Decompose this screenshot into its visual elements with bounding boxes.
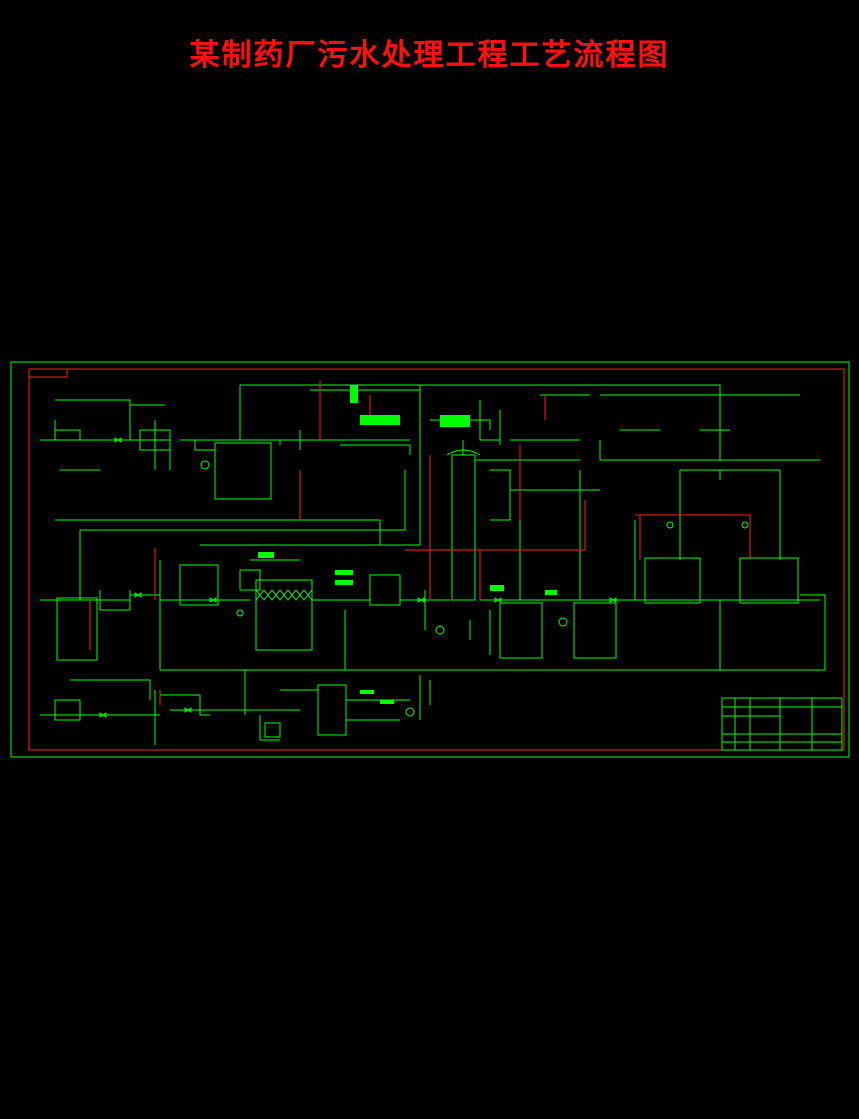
corner-label-box: [28, 368, 68, 378]
equipment-symbols: [200, 385, 749, 717]
pipe-lines-red: [89, 380, 751, 705]
valve-symbols: [99, 437, 617, 718]
page-title: 某制药厂污水处理工程工艺流程图: [189, 38, 670, 73]
outer-frame: [10, 361, 850, 758]
inner-frame: [28, 368, 845, 751]
pipe-lines-green: [40, 384, 843, 751]
